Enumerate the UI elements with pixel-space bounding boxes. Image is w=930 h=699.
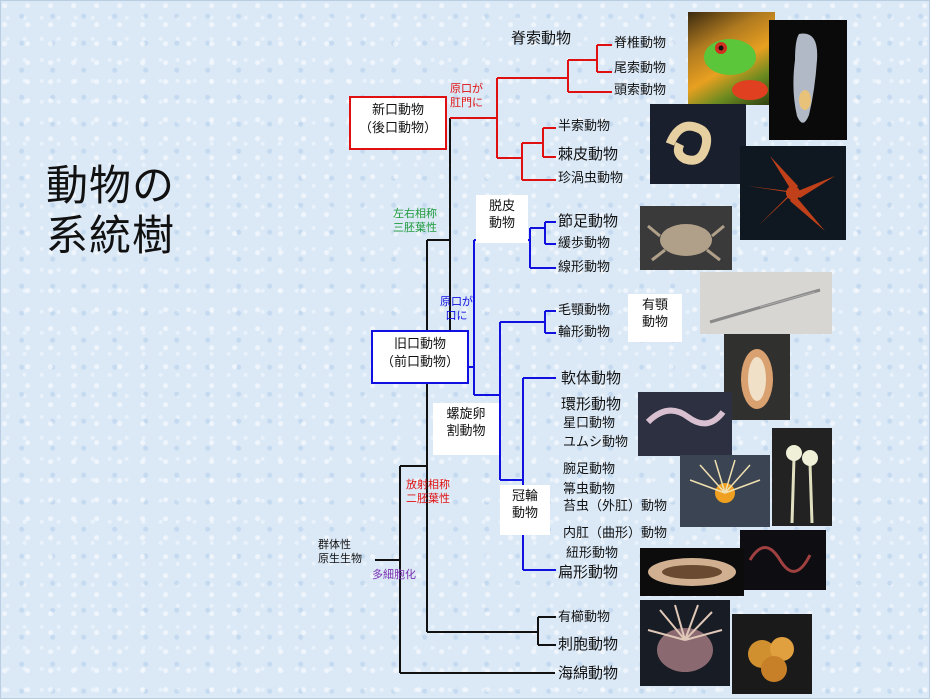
protostome-label-line1: 旧口動物 [393, 337, 446, 352]
deuterostome-label-line2: （後口動物） [358, 120, 437, 136]
taxon-echinodermata: 棘皮動物 [558, 145, 619, 163]
taxon-nematoda: 線形動物 [558, 260, 611, 275]
group-ecdysozoa-line1: 脱皮 [488, 199, 515, 214]
root-label-line1: 群体性 [318, 538, 351, 551]
taxon-cnidaria: 刺胞動物 [558, 635, 619, 653]
taxon-xenacoelomorpha: 珍渦虫動物 [558, 171, 624, 186]
bryozoan-photo [680, 455, 770, 527]
taxon-echiura: ユムシ動物 [563, 435, 629, 450]
arrow-worm-photo [700, 272, 832, 334]
frog-photo [688, 12, 775, 105]
taxon-porifera: 海綿動物 [558, 664, 619, 682]
feature-blastopore-anus-line2: 肛門に [450, 95, 483, 109]
group-chaetognatha-line1: 有顎 [641, 298, 668, 313]
anemone-photo [640, 600, 730, 686]
taxon-sipuncula: 星口動物 [563, 416, 616, 431]
taxon-arthropoda: 節足動物 [558, 212, 619, 230]
base-branches [375, 118, 556, 674]
deuterostome-label-line1: 新口動物 [371, 103, 424, 118]
taxon-hemichordata: 半索動物 [558, 119, 611, 134]
group-chaetognatha-line2: 動物 [641, 314, 668, 330]
taxon-ectoprocta: 苔虫（外肛）動物 [563, 499, 668, 514]
entoproct-photo [772, 428, 832, 526]
feature-radial-line2: 二胚葉性 [406, 491, 450, 505]
taxon-entoprocta: 内肛（曲形）動物 [563, 526, 668, 541]
feature-multicellular: 多細胞化 [372, 568, 416, 581]
taxon-urochordata: 尾索動物 [614, 61, 667, 76]
protostome-label-line2: （前口動物） [380, 354, 459, 370]
taxon-chordata: 脊索動物 [511, 29, 572, 47]
polychaete-photo [638, 392, 732, 456]
deuterostome-branches [450, 44, 612, 181]
taxon-tardigrada: 緩歩動物 [558, 236, 611, 251]
sea-slug-photo [724, 334, 790, 420]
feature-radial-line1: 放射相称 [406, 478, 450, 491]
taxon-ctenophora: 有櫛動物 [558, 610, 611, 625]
group-spiral-cleavage: 螺旋卵 割動物 [433, 403, 499, 455]
feature-blastopore-mouth: 原口が 口に [440, 295, 473, 323]
feature-blastopore-anus-line1: 原口が [450, 82, 483, 95]
group-spiral-line2: 割動物 [446, 423, 486, 439]
taxon-mollusca: 軟体動物 [561, 369, 622, 387]
flatworm-photo [640, 548, 744, 596]
protostome-node: 旧口動物 （前口動物） [371, 330, 469, 384]
feature-radial: 放射相称 二胚葉性 [406, 478, 450, 506]
taxon-brachiopoda: 腕足動物 [563, 462, 616, 477]
feature-blastopore-mouth-line2: 口に [445, 308, 468, 322]
feature-bilateral: 左右相称 三胚葉性 [393, 207, 437, 235]
group-spiral-line1: 螺旋卵 [446, 407, 486, 422]
ribbon-worm-photo [740, 530, 826, 590]
taxon-cephalochordata: 頭索動物 [614, 83, 667, 98]
feature-bilateral-line1: 左右相称 [393, 207, 437, 220]
crab-photo [640, 206, 732, 270]
tunicate-photo [769, 20, 847, 140]
feature-bilateral-line2: 三胚葉性 [393, 220, 437, 234]
taxon-vertebrata: 脊椎動物 [614, 36, 667, 51]
page-title-line1: 動物の [46, 161, 176, 210]
group-lophophorate-line1: 冠輪 [511, 489, 538, 504]
deuterostome-node: 新口動物 （後口動物） [349, 96, 447, 150]
group-lophophorate-line2: 動物 [511, 505, 538, 521]
taxon-chaetognatha: 毛顎動物 [558, 303, 611, 318]
taxon-platyhelminthes: 扁形動物 [558, 563, 619, 581]
page-title-line2: 系統樹 [46, 211, 176, 260]
taxon-annelida: 環形動物 [561, 395, 622, 413]
taxon-nemertea: 紐形動物 [566, 546, 619, 561]
sponge-photo [732, 614, 812, 694]
acorn-worm-photo [650, 104, 746, 184]
taxon-phoronida: 箒虫動物 [563, 482, 616, 497]
feature-blastopore-mouth-line1: 原口が [440, 295, 473, 308]
root-label-line2: 原生生物 [318, 552, 362, 565]
group-ecdysozoa: 脱皮 動物 [476, 195, 528, 243]
group-ecdysozoa-line2: 動物 [488, 215, 515, 231]
taxon-rotifera: 輪形動物 [558, 325, 611, 340]
starfish-photo [740, 146, 846, 240]
group-lophotrochozoa: 冠輪 動物 [500, 485, 550, 535]
group-chaetognatha-box: 有顎 動物 [628, 294, 682, 342]
feature-blastopore-anus: 原口が 肛門に [450, 82, 483, 110]
